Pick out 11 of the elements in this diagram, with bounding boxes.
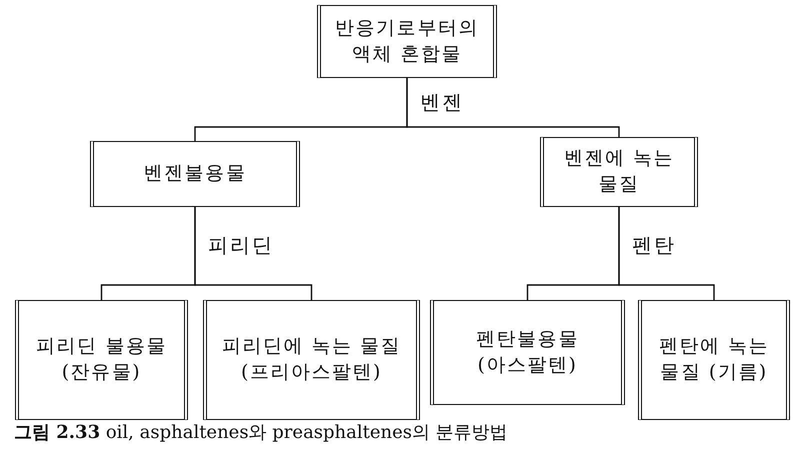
- text-box: 펜탄불용물 (아스팔텐): [430, 300, 625, 405]
- figure-caption: 그림 2.33 oil, asphaltenes와 preasphaltenes의 분류방법: [14, 421, 508, 444]
- text-box: 펜탄에 녹는 물질 (기름): [638, 300, 790, 420]
- text-box: 벤젠불용물: [90, 141, 300, 207]
- text-box: 피리딘 불용물 (잔유물): [15, 300, 188, 420]
- connector-line: [194, 207, 312, 300]
- text-box: 반응기로부터의 액체 혼합물: [317, 5, 497, 78]
- connector-line: [406, 78, 620, 137]
- connector-line: [618, 207, 715, 300]
- text-box: 벤젠에 녹는 물질: [540, 137, 698, 207]
- text-box: 피리딘에 녹는 물질 (프리아스팔텐): [203, 300, 420, 420]
